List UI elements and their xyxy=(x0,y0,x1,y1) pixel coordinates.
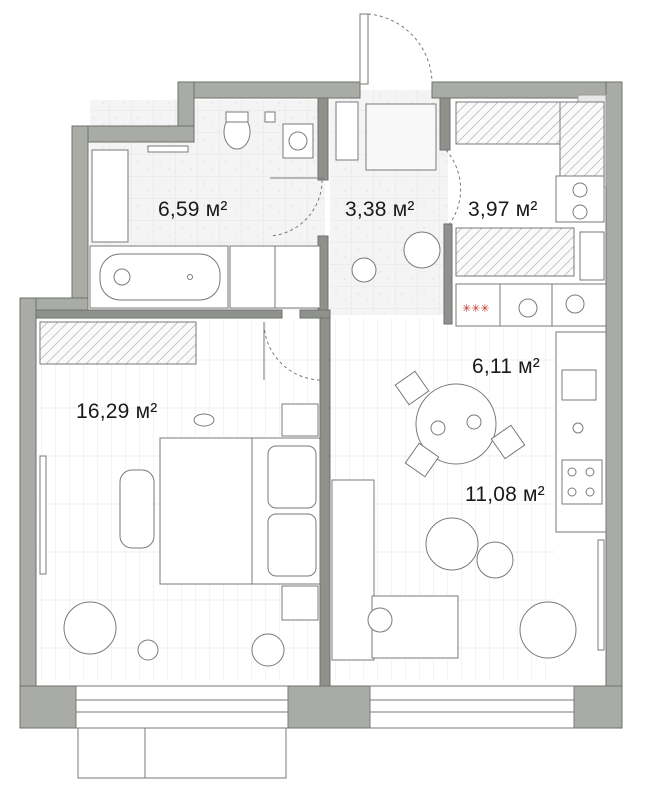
wall-bottom-right xyxy=(573,685,623,729)
bath-door-swing xyxy=(269,179,323,237)
wall-bottom-middle xyxy=(287,685,371,729)
storage-door-swing xyxy=(445,149,462,227)
bathroom-fixtures xyxy=(89,111,321,309)
storage-items xyxy=(455,101,605,281)
bench xyxy=(119,469,155,549)
slippers xyxy=(193,413,215,427)
nightstand-bottom xyxy=(281,585,319,621)
sofa xyxy=(331,479,375,661)
bedroom-items xyxy=(39,321,321,667)
sink-counter xyxy=(147,145,189,153)
storage-area-label: 3,97 м² xyxy=(468,198,538,221)
svg-text:✳✳✳: ✳✳✳ xyxy=(462,302,490,315)
wall-bath-hall xyxy=(317,97,329,181)
windows xyxy=(39,455,605,779)
bathroom-area-label: 6,59 м² xyxy=(158,198,228,221)
bedroom-area-label: 16,29 м² xyxy=(76,400,158,423)
living-side-window xyxy=(597,539,605,651)
shower-tray xyxy=(91,149,129,243)
wardrobe-bedroom xyxy=(39,321,197,365)
wall-left-upper xyxy=(71,125,89,311)
bedroom-side-window xyxy=(39,455,47,575)
wall-top-left xyxy=(177,81,361,99)
balcony xyxy=(77,727,287,779)
floor-lamp xyxy=(137,639,159,661)
wall-left-lower xyxy=(19,297,37,729)
wall-hall-bottom xyxy=(299,309,331,319)
wardrobe-right xyxy=(559,101,605,177)
armchair-living xyxy=(519,601,577,659)
wardrobe-top xyxy=(455,101,577,145)
basket xyxy=(251,633,285,667)
shoe-rack xyxy=(335,101,359,161)
wall-bottom-left xyxy=(19,685,77,729)
bedroom-window xyxy=(75,685,289,729)
kitchen-sink xyxy=(561,369,597,401)
hall-rug xyxy=(365,103,437,171)
wall-partition-vertical xyxy=(319,317,331,687)
person-hall xyxy=(351,257,377,283)
wall-hall-storage-lower xyxy=(443,223,453,325)
dining-table xyxy=(415,383,497,465)
nightstand-top xyxy=(281,403,319,437)
entrance-door xyxy=(359,13,433,85)
person-living xyxy=(367,607,393,633)
living-items xyxy=(331,479,577,661)
coffee-table-small xyxy=(476,541,514,579)
hallway-area-label: 3,38 м² xyxy=(345,198,415,221)
wall-left-step-horizontal xyxy=(71,125,195,143)
bedroom-door-swing xyxy=(263,323,321,381)
hob xyxy=(561,459,603,505)
wardrobe-middle xyxy=(455,227,575,277)
living-area-label: 11,08 м² xyxy=(465,483,545,506)
walls xyxy=(19,81,623,729)
interior-doors xyxy=(263,149,462,381)
dining-set xyxy=(394,370,526,478)
kitchen-area-label: 6,11 м² xyxy=(472,355,540,378)
pouf xyxy=(403,231,441,269)
living-window xyxy=(369,685,575,729)
wall-bath-bottom xyxy=(35,309,283,319)
wall-hall-storage xyxy=(439,97,451,151)
wall-left-step-vertical xyxy=(177,81,195,133)
armchair-bedroom xyxy=(63,601,117,655)
hallway-items xyxy=(335,101,441,283)
radiator xyxy=(264,111,276,123)
kitchen-items: ✳✳✳ xyxy=(455,283,607,533)
coffee-table-large xyxy=(425,517,479,571)
wall-right xyxy=(605,81,623,729)
